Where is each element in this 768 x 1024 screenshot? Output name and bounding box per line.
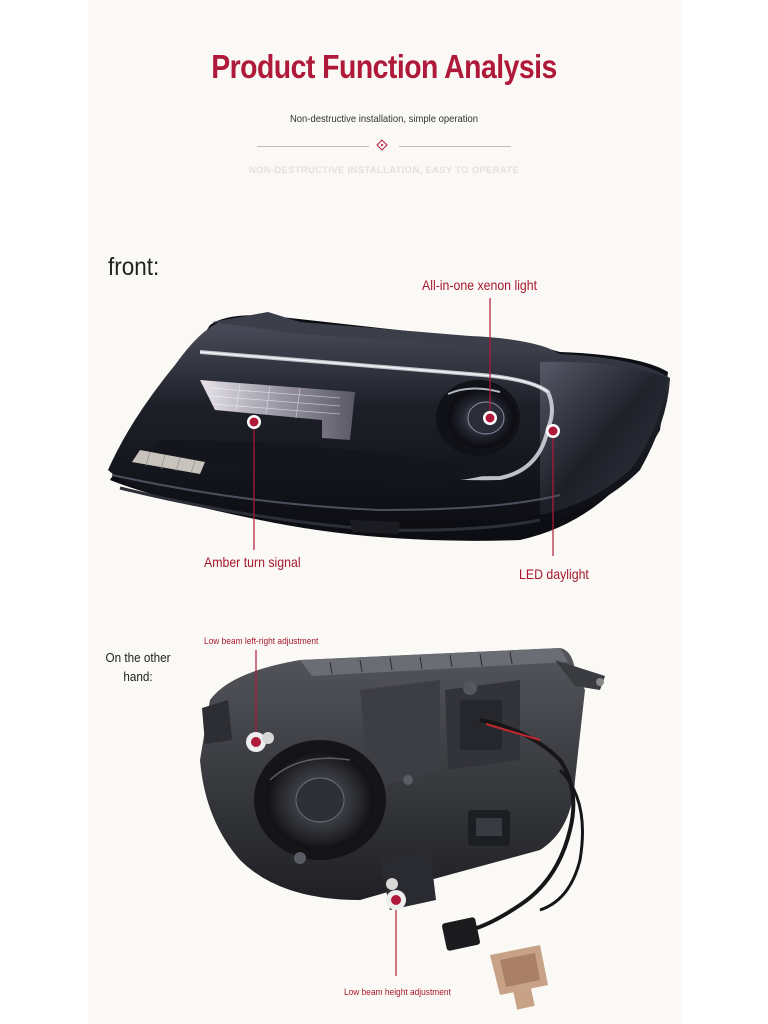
divider-line-left (257, 146, 369, 147)
page-title: Product Function Analysis (211, 48, 557, 85)
back-callout-markers (246, 650, 406, 976)
callout-led-daylight: LED daylight (519, 566, 589, 582)
page-subtitle: Non-destructive installation, simple ope… (289, 113, 479, 125)
callout-amber-turn-signal: Amber turn signal (204, 554, 301, 570)
back-headlight-image (200, 648, 605, 1010)
faint-caption: NON-DESTRUCTIVE INSTALLATION, EASY TO OP… (248, 165, 520, 176)
callout-low-beam-height: Low beam height adjustment (344, 987, 451, 998)
ornamental-divider (257, 139, 511, 152)
callout-xenon-light: All-in-one xenon light (422, 277, 538, 293)
front-headlight-image (108, 312, 670, 541)
front-callout-markers (247, 298, 560, 556)
callout-low-beam-left-right: Low beam left-right adjustment (204, 636, 319, 647)
back-section-label: On the other hand: (105, 650, 171, 684)
divider-line-right (399, 146, 511, 147)
front-section-label: front: (108, 253, 160, 281)
